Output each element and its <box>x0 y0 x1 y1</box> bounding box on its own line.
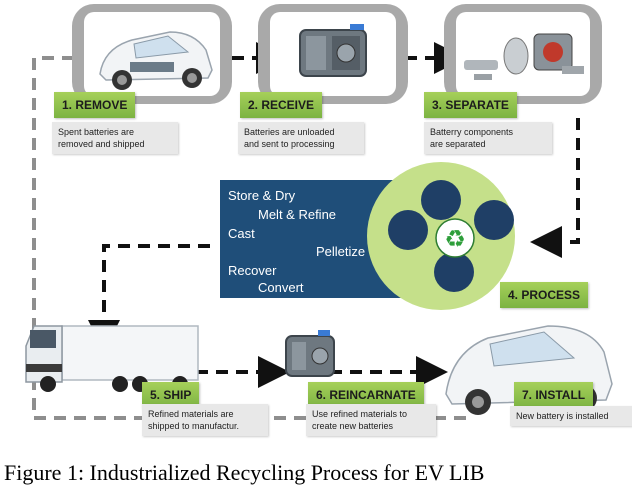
return-loop-arrow <box>32 42 466 420</box>
recycle-badge <box>435 218 475 258</box>
step-install-label: 7. INSTALL <box>514 382 594 408</box>
arrow-process-ship <box>88 244 210 352</box>
separate-tile <box>444 4 602 104</box>
step-receive-desc-line2: and sent to processing <box>244 139 335 149</box>
process-step-convert: Convert <box>258 280 304 295</box>
process-step-cast: Cast <box>228 226 255 241</box>
step-ship-desc-line1: Refined materials are <box>148 409 234 419</box>
process-step-melt-refine: Melt & Refine <box>258 207 337 222</box>
battery-module-icon <box>299 24 367 77</box>
step-remove-desc-line2: removed and shipped <box>58 139 145 149</box>
step-ship-label: 5. SHIP <box>142 382 200 408</box>
disassembled-parts-icon <box>464 33 584 80</box>
step-reincarnate-desc-line2: create new batteries <box>312 421 394 431</box>
process-blob-bottom <box>434 252 474 292</box>
process-blob-top <box>421 180 461 220</box>
step-separate-desc: Batterry components are separated <box>424 122 552 154</box>
process-blob-left <box>388 210 428 250</box>
step-install-desc: New battery is installed <box>510 406 632 426</box>
process-blob-right <box>474 200 514 240</box>
step-remove-label: 1. REMOVE <box>54 92 136 118</box>
step-separate-label: 3. SEPARATE <box>424 92 517 118</box>
step-ship-desc: Refined materials are shipped to manufac… <box>142 404 268 436</box>
figure-caption: Figure 1: Industrialized Recycling Proce… <box>4 460 485 485</box>
process-step-store-dry: Store & Dry <box>228 188 296 203</box>
step-receive-label: 2. RECEIVE <box>240 92 323 118</box>
step-remove-desc: Spent batteries are removed and shipped <box>52 122 178 154</box>
process-step-pelletize: Pelletize <box>316 244 366 259</box>
step-receive-desc: Batteries are unloaded and sent to proce… <box>238 122 364 154</box>
step-install-desc-line1: New battery is installed <box>516 411 609 421</box>
step-separate-desc-line1: Batterry components <box>430 127 514 137</box>
recycle-icon: ♻ <box>444 225 466 253</box>
step-reincarnate-label: 6. REINCARNATE <box>308 382 424 408</box>
step-remove-desc-line1: Spent batteries are <box>58 127 135 137</box>
remove-tile <box>72 4 232 104</box>
step-process-label: 4. PROCESS <box>500 282 589 308</box>
arrow-separate-process <box>530 118 580 258</box>
step-receive-desc-line1: Batteries are unloaded <box>244 127 335 137</box>
step-separate-desc-line2: are separated <box>430 139 486 149</box>
step-reincarnate-desc: Use refined materials to create new batt… <box>306 404 436 436</box>
step-reincarnate-desc-line1: Use refined materials to <box>312 409 408 419</box>
step-ship-desc-line2: shipped to manufactur. <box>148 421 240 431</box>
process-step-recover: Recover <box>228 263 277 278</box>
ev-car-icon <box>99 31 213 90</box>
receive-tile <box>258 4 408 104</box>
